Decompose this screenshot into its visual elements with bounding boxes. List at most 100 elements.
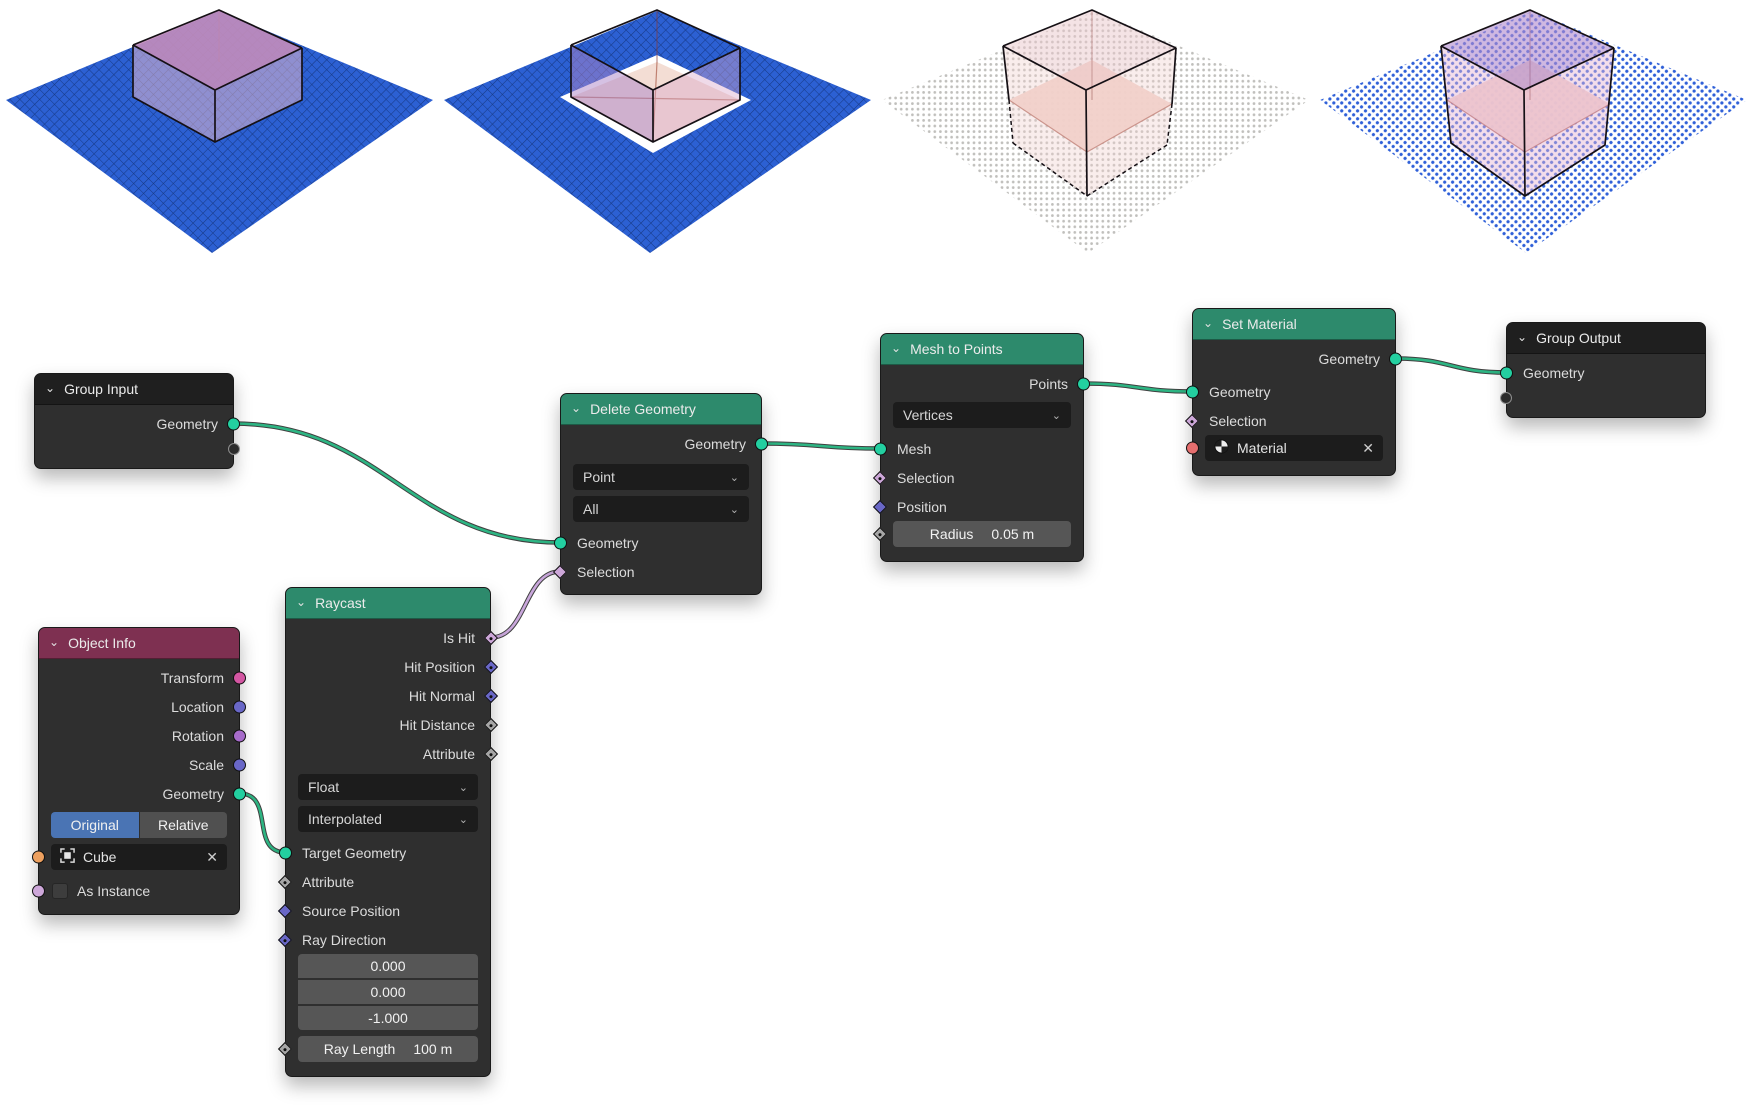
socket-float-in[interactable] (277, 874, 293, 889)
socket-float-in[interactable] (872, 526, 888, 542)
socket-object-in[interactable] (32, 850, 45, 864)
socket-geometry-in[interactable] (1500, 366, 1513, 379)
socket-geometry-out[interactable] (233, 787, 246, 800)
node-title: Group Output (1536, 330, 1621, 346)
node-header-object-info[interactable]: ⌄ Object Info (39, 628, 239, 659)
node-header-delete-geometry[interactable]: ⌄Delete Geometry (561, 394, 761, 425)
virtual-socket-row (35, 438, 240, 460)
virtual-socket[interactable] (1500, 392, 1512, 404)
socket-boolean-out[interactable] (483, 630, 499, 645)
node-title: Object Info (68, 635, 136, 651)
dropdown-value: Point (583, 469, 615, 485)
socket-boolean-in[interactable] (1184, 413, 1200, 428)
socket-geometry-out[interactable] (1389, 352, 1402, 365)
socket-row-position: Position (872, 492, 1083, 521)
dropdown-row: All⌄ (561, 496, 761, 522)
collapse-chevron-icon[interactable]: ⌄ (571, 401, 582, 415)
socket-geometry-in[interactable] (1186, 385, 1199, 398)
dropdown-value: All (583, 501, 599, 517)
node-title: Mesh to Points (910, 341, 1003, 357)
socket-vector-out[interactable] (233, 758, 246, 771)
socket-vector-out[interactable] (233, 700, 246, 713)
dropdown-point[interactable]: Point⌄ (573, 464, 749, 490)
collapse-chevron-icon[interactable]: ⌄ (1517, 330, 1528, 344)
clear-material-icon[interactable]: ✕ (1362, 439, 1374, 456)
dropdown-interpolated[interactable]: Interpolated⌄ (298, 806, 478, 832)
socket-geometry-in[interactable] (554, 536, 567, 549)
socket-matrix-out[interactable] (233, 671, 246, 684)
socket-float-in[interactable] (277, 1041, 293, 1057)
socket-boolean-in[interactable] (32, 884, 45, 898)
collapse-chevron-icon[interactable]: ⌄ (891, 341, 902, 355)
object-name: Cube (83, 849, 117, 865)
node-header-mesh-to-points[interactable]: ⌄ Mesh to Points (881, 334, 1083, 365)
node-header-group-output[interactable]: ⌄ Group Output (1507, 323, 1705, 354)
socket-label-scale: Scale (188, 756, 224, 773)
virtual-socket[interactable] (228, 443, 240, 455)
socket-vector-in[interactable] (277, 903, 293, 918)
socket-row-rotation: Rotation (39, 721, 246, 750)
collapse-chevron-icon[interactable]: ⌄ (296, 595, 307, 609)
viewport-render (444, 9, 871, 253)
socket-vector-out[interactable] (483, 688, 499, 703)
render-grid-plane-cube (0, 0, 438, 262)
cube-mesh (560, 9, 751, 153)
socket-geometry-in[interactable] (279, 846, 292, 859)
node-header-set-material[interactable]: ⌄Set Material (1193, 309, 1395, 340)
node-header-raycast[interactable]: ⌄Raycast (286, 588, 490, 619)
socket-boolean-in[interactable] (872, 470, 888, 485)
socket-material-in[interactable] (1186, 441, 1199, 455)
chevron-down-icon: ⌄ (458, 813, 468, 826)
node-header-group-input[interactable]: ⌄Group Input (35, 374, 233, 405)
socket-geometry-out[interactable] (227, 417, 240, 430)
render-blue-points-cube (1314, 0, 1752, 262)
checkbox-as-instance[interactable] (52, 883, 68, 899)
socket-geometry-out[interactable] (1077, 377, 1090, 390)
collapse-chevron-icon[interactable]: ⌄ (49, 635, 60, 649)
dropdown-all[interactable]: All⌄ (573, 496, 749, 522)
toggle-option-original[interactable]: Original (51, 812, 139, 838)
material-field[interactable]: Material✕ (1205, 435, 1383, 461)
socket-vector-out[interactable] (483, 659, 499, 674)
socket-label-is-hit: Is Hit (443, 629, 475, 646)
socket-float-out[interactable] (483, 746, 499, 761)
socket-vector-in[interactable] (872, 499, 888, 514)
socket-float-out[interactable] (483, 717, 499, 732)
socket-row-hit-position: Hit Position (286, 652, 499, 681)
collapse-chevron-icon[interactable]: ⌄ (45, 381, 56, 395)
socket-row-transform: Transform (39, 663, 246, 692)
material-sphere-icon (1214, 439, 1229, 457)
dropdown-float[interactable]: Float⌄ (298, 774, 478, 800)
socket-label-ray-direction: Ray Direction (302, 931, 387, 948)
toggle-option-relative[interactable]: Relative (139, 812, 227, 838)
socket-row-selection: Selection (872, 463, 1083, 492)
dropdown-vertices[interactable]: Vertices⌄ (893, 402, 1071, 428)
vector-component-0[interactable]: 0.000 (298, 954, 478, 978)
vector-component-2[interactable]: -1.000 (298, 1006, 478, 1030)
socket-geometry-in[interactable] (874, 442, 887, 455)
object-field[interactable]: Cube ✕ (51, 844, 227, 870)
vector-value: -1.000 (368, 1010, 408, 1026)
socket-vector-in[interactable] (277, 932, 293, 947)
socket-boolean-in[interactable] (552, 564, 568, 579)
vector-component-1[interactable]: 0.000 (298, 980, 478, 1004)
socket-geometry-out[interactable] (755, 437, 768, 450)
clear-object-icon[interactable]: ✕ (206, 848, 218, 865)
socket-rotation-out[interactable] (233, 729, 246, 742)
socket-label-points: Points (1029, 375, 1068, 392)
collapse-chevron-icon[interactable]: ⌄ (1203, 316, 1214, 330)
socket-label-position: Position (897, 498, 947, 515)
